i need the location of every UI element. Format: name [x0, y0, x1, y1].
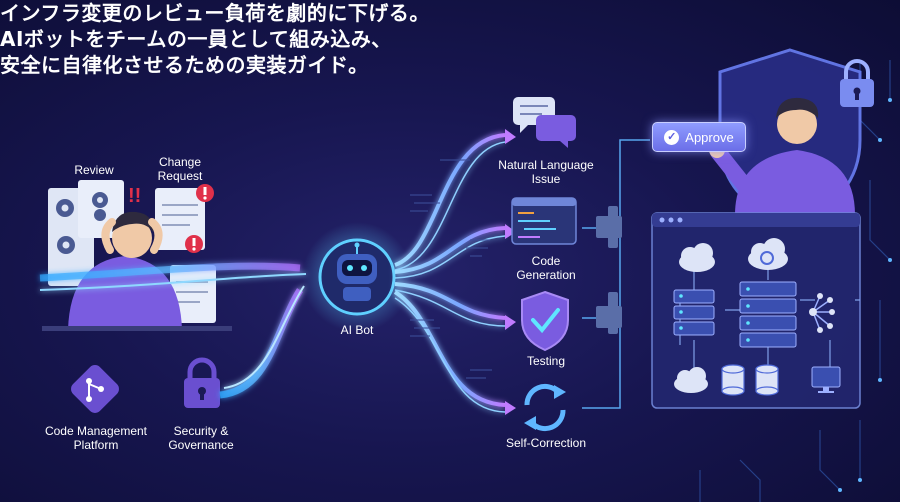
step-code-generation: Code Generation [516, 254, 576, 282]
change-request-label: Change Request [157, 155, 203, 183]
approve-button[interactable]: ✓ Approve [652, 122, 746, 152]
title-line-3: 安全に自律化させるための実装ガイド。 [0, 53, 369, 77]
page-title: インフラ変更のレビュー負荷を劇的に下げる。 AIボットをチームの一員として組み込… [0, 0, 900, 78]
cloud-sync-icon [748, 238, 788, 270]
security-governance-label: Security & Governance [168, 424, 234, 452]
chat-bubbles-icon [513, 97, 576, 148]
overwhelmed-reviewer: !! [42, 180, 232, 331]
circuit-traces [699, 60, 891, 502]
ai-bot-label: AI Bot [340, 323, 374, 337]
approve-label: Approve [685, 129, 734, 145]
server-icon [739, 281, 797, 348]
title-line-1: インフラ変更のレビュー負荷を劇的に下げる。 [0, 1, 430, 25]
arrowheads [505, 129, 516, 415]
svg-text:!!: !! [128, 185, 141, 207]
alert-icon [185, 184, 214, 253]
data-flow-ribbon [39, 262, 307, 399]
review-label: Review [74, 163, 114, 177]
lock-icon [184, 357, 220, 408]
code-snippets [410, 159, 492, 379]
step-testing: Testing [526, 354, 566, 368]
step-natural-language-issue: Natural Language Issue [498, 158, 594, 186]
document-icon [155, 188, 205, 250]
cloud-icon [674, 367, 708, 393]
code-window-icon [511, 197, 577, 245]
step-self-correction: Self-Correction [505, 436, 587, 450]
ai-bot-icon [302, 222, 412, 332]
cloud-icon [679, 243, 715, 272]
code-platform-label: Code Management Platform [44, 424, 148, 452]
git-icon [71, 365, 119, 413]
fan-out-flows [393, 133, 506, 413]
server-icon [673, 289, 715, 336]
approver-person [709, 97, 855, 215]
monitor-icon [811, 366, 841, 393]
check-icon: ✓ [664, 129, 680, 145]
shield-check-icon [521, 290, 569, 352]
network-icon [809, 293, 835, 333]
database-icon [721, 364, 779, 396]
pipe-fittings [596, 206, 622, 334]
refresh-arrows-icon [524, 383, 566, 432]
title-line-2: AIボットをチームの一員として組み込み、 [0, 27, 392, 51]
lock-icon [840, 59, 874, 107]
